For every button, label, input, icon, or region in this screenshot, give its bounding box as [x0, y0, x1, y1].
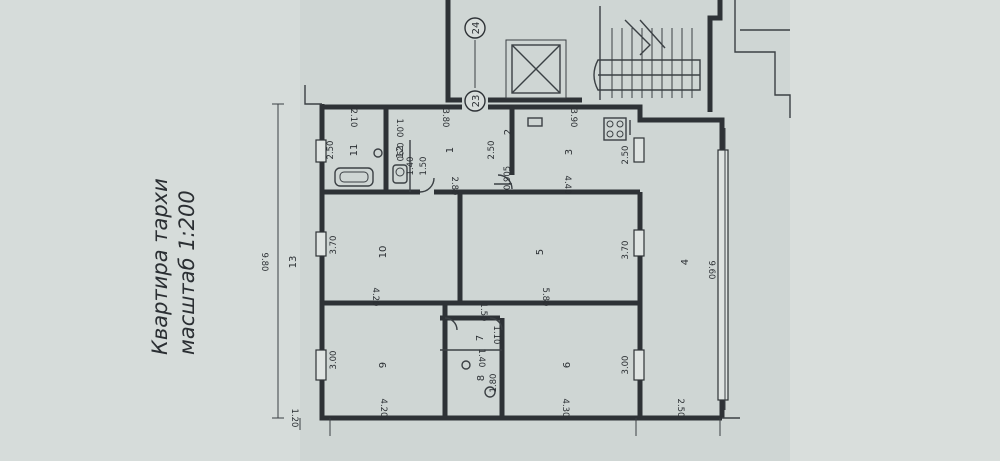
- dimension-lines: [272, 103, 726, 436]
- window-room-9: [315, 349, 327, 381]
- dim-440: 4.40: [562, 176, 572, 195]
- window-room-3: [633, 137, 645, 163]
- toilet-icon: [392, 164, 408, 184]
- dim-120: 1.20: [289, 409, 299, 428]
- dim-250-bottom: 2.50: [675, 399, 685, 418]
- doors: [419, 174, 513, 331]
- dim-090: 0.90: [394, 143, 404, 162]
- room-label-3: 3: [564, 149, 575, 155]
- axis-marker-24: 24: [464, 17, 486, 88]
- room-label-8: 8: [476, 375, 487, 381]
- window-room-4: [717, 149, 729, 401]
- dim-150-mid: 1.50: [478, 303, 488, 322]
- dim-370-left: 3.70: [329, 236, 339, 255]
- dim-250-mid: 2.50: [487, 141, 497, 160]
- dim-980: 9.80: [259, 253, 269, 272]
- dim-180: 1.80: [489, 374, 499, 393]
- fixtures: [334, 117, 627, 398]
- dim-370-right: 3.70: [621, 241, 631, 260]
- dim-210: 2.10: [348, 109, 358, 128]
- dim-250-right: 2.50: [621, 146, 631, 165]
- stair-core: [445, 0, 791, 118]
- kitchen-sink-icon: [527, 117, 543, 127]
- sink-8-icon: [461, 360, 471, 370]
- elevator-shaft: [511, 44, 561, 94]
- dim-390: 3.90: [568, 109, 578, 128]
- axis-label-24: 24: [471, 22, 482, 35]
- windows: [315, 137, 729, 401]
- room-label-10: 10: [378, 246, 389, 259]
- room-labels: 1 2 3 4 5 6 7 8 9 10 11 12 13: [288, 129, 691, 381]
- dim-300-right: 3.00: [621, 356, 631, 375]
- stair-steps: [611, 28, 693, 98]
- dim-140-b: 1.40: [476, 349, 486, 368]
- dim-430: 4.30: [560, 399, 570, 418]
- plan-title: Квартира тархи: [148, 178, 172, 355]
- window-room-11: [315, 139, 327, 163]
- dim-420-bottom: 4.20: [378, 399, 388, 418]
- room-label-11: 11: [349, 144, 360, 157]
- plan-title-block: Квартира тархи масштаб 1:200: [148, 178, 199, 355]
- room-label-9: 9: [378, 362, 389, 368]
- dim-250-top: 2.50: [326, 141, 336, 160]
- room-label-4: 4: [680, 259, 691, 265]
- dim-110: 1.10: [491, 326, 501, 345]
- room-label-7: 7: [475, 335, 486, 341]
- dim-420-top: 4.20: [370, 288, 380, 307]
- dim-100: 1.00: [394, 119, 404, 138]
- dim-380: 3.80: [440, 109, 450, 128]
- room-label-1: 1: [445, 147, 456, 153]
- dim-300-left: 3.00: [329, 351, 339, 370]
- dim-280: 2.80: [449, 177, 459, 196]
- sink-icon: [373, 148, 383, 158]
- plan-scale: масштаб 1:200: [175, 190, 199, 355]
- room-label-2: 2: [503, 129, 514, 135]
- dimension-labels: 2.10 1.00 0.90 3.80 3.90 2.50 2.50 2.50 …: [259, 109, 716, 428]
- room-label-12: 12: [395, 146, 406, 159]
- toilet-8-icon: [484, 386, 496, 398]
- dim-140: 1.40: [406, 157, 416, 176]
- window-room-6: [633, 349, 645, 381]
- window-room-5: [633, 229, 645, 257]
- dim-960: 9.60: [706, 261, 716, 280]
- window-room-10: [315, 231, 327, 257]
- axis-label-23: 23: [471, 95, 482, 108]
- dim-150-top: 1.50: [419, 157, 429, 176]
- room-label-13: 13: [288, 256, 299, 269]
- bathtub-icon: [334, 167, 374, 187]
- room-label-6: 6: [562, 362, 573, 368]
- axis-marker-23: 23: [464, 90, 486, 112]
- room-label-5: 5: [535, 249, 546, 255]
- dim-0905: 0.905: [503, 166, 513, 190]
- stove-icon: [603, 117, 627, 141]
- dim-580: 5.80: [540, 288, 550, 307]
